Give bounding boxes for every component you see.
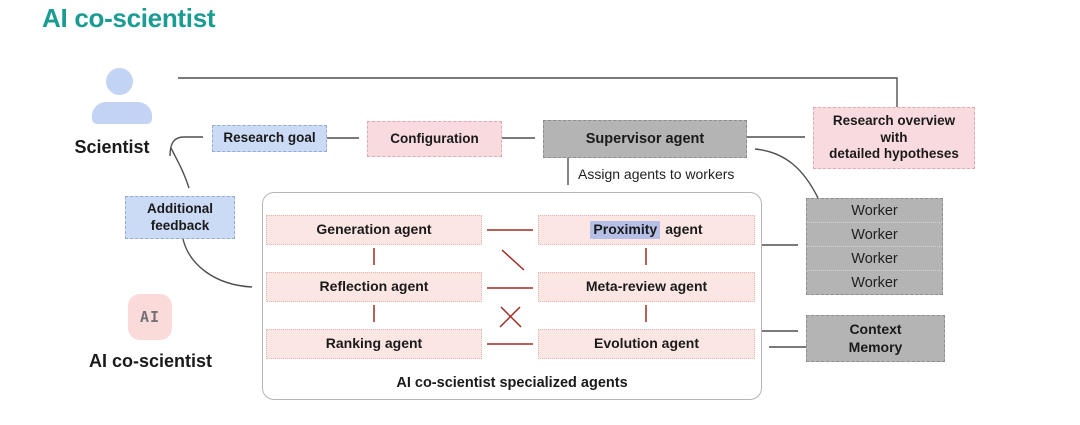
configuration-box: Configuration (367, 121, 502, 157)
research-overview-line2: with (880, 129, 908, 145)
context-memory-box: Context Memory (806, 315, 945, 362)
arrow-scientist-to-research-goal (169, 136, 203, 157)
worker-row: Worker (807, 270, 942, 294)
specialized-agents-container (262, 192, 762, 400)
research-overview-box: Research overview with detailed hypothes… (813, 107, 975, 169)
arrow-scientist-to-feedback (170, 147, 190, 189)
generation-agent-box: Generation agent (266, 215, 482, 245)
arrow-feedback-to-reflection (182, 238, 253, 288)
research-overview-line3: detailed hypotheses (829, 146, 959, 162)
ranking-agent-box: Ranking agent (266, 329, 482, 359)
scientist-label: Scientist (74, 137, 150, 157)
proximity-highlighted-text: Proximity (590, 221, 661, 239)
scientist-icon (106, 68, 133, 95)
worker-row: Worker (851, 202, 898, 219)
additional-feedback-box: Additional feedback (125, 196, 235, 239)
context-memory-label: Context Memory (848, 321, 903, 355)
worker-stack: Worker Worker Worker Worker (806, 198, 943, 295)
evolution-agent-box: Evolution agent (538, 329, 755, 359)
arrow-overview-to-scientist (178, 77, 898, 107)
ai-icon: AI (128, 294, 172, 340)
arrow-worker-to-supervisor (754, 148, 819, 199)
proximity-agent-text: agent (665, 221, 703, 238)
research-overview-line1: Research overview (832, 112, 956, 128)
agents-container-caption: AI co-scientist specialized agents (396, 375, 628, 391)
page-title: AI co-scientist (42, 3, 216, 33)
supervisor-agent-box: Supervisor agent (543, 120, 747, 158)
reflection-agent-box: Reflection agent (266, 272, 482, 302)
worker-row: Worker (807, 246, 942, 270)
assign-agents-label: Assign agents to workers (578, 166, 735, 182)
ai-co-scientist-label: AI co-scientist (88, 351, 213, 371)
worker-row: Worker (807, 222, 942, 246)
proximity-agent-box: Proximity agent (538, 215, 755, 245)
scientist-icon-body (92, 102, 152, 124)
research-goal-box: Research goal (212, 125, 327, 152)
meta-review-agent-box: Meta-review agent (538, 272, 755, 302)
